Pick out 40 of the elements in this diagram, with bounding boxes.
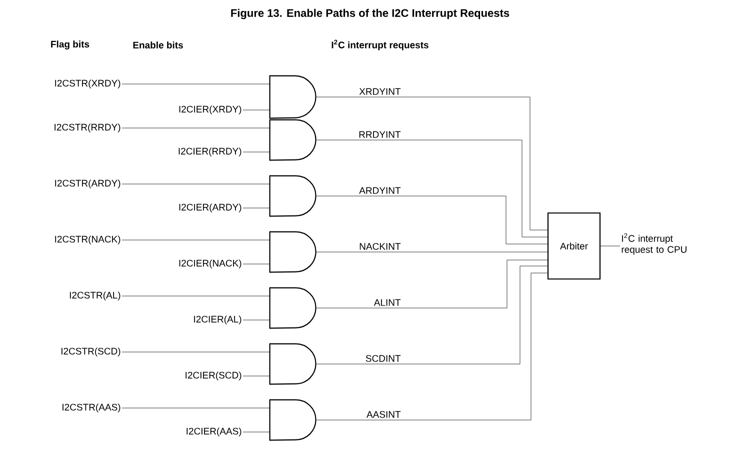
title: Figure 13. Enable Paths of the I2C Interrupt Requests (231, 8, 510, 20)
column-heading: Flag bits (51, 40, 90, 50)
edge-label: SCDINT (364, 354, 402, 363)
edge-label: XRDYINT (358, 87, 402, 96)
edge-label: ARDYINT (358, 186, 402, 195)
and-gate (269, 287, 316, 329)
signal-line (316, 260, 548, 308)
column-heading: Enable bits (133, 42, 183, 48)
and-gate (269, 75, 316, 119)
edge-label: RRDYINT (358, 130, 402, 139)
signal-line (316, 96, 548, 230)
signal-line (316, 266, 548, 364)
signal-label: I2CSTR(AAS) (62, 404, 120, 412)
and-gate (269, 119, 316, 161)
signal-label: I2CSTR(ARDY) (55, 180, 120, 188)
column-heading: I$^{2}$C interrupt requests (332, 40, 428, 50)
output-label: I$^{2}$C interrupt request to CPU (622, 233, 686, 255)
signal-label: I2CIER(AAS) (186, 428, 242, 436)
and-gate (269, 175, 316, 217)
signal-label: I2CIER(AL) (194, 316, 242, 324)
signal-label: I2CSTR(SCD) (62, 348, 120, 356)
and-gate (269, 399, 316, 441)
signal-label: I2CSTR(RRDY) (54, 124, 120, 132)
signal-label: I2CIER(ARDY) (179, 204, 242, 212)
signal-label: I2CIER(NACK) (179, 260, 242, 268)
edge-label: AASINT (366, 410, 402, 419)
signal-label: I2CSTR(AL) (70, 292, 120, 300)
and-gate (269, 343, 316, 385)
signal-label: I2CIER(XRDY) (179, 106, 242, 114)
signal-line (316, 140, 548, 238)
signal-line (316, 196, 548, 244)
signal-line (316, 272, 548, 420)
edge-label: NACKINT (358, 242, 402, 251)
signal-label: I2CSTR(NACK) (55, 236, 120, 244)
edge-label: ALINT (372, 298, 402, 307)
signal-label: I2CSTR(XRDY) (55, 80, 120, 88)
and-gate (269, 231, 316, 273)
signal-label: I2CIER(SCD) (186, 372, 242, 380)
signal-label: I2CIER(RRDY) (178, 148, 242, 156)
arbiter-box: Arbiter (547, 212, 601, 280)
